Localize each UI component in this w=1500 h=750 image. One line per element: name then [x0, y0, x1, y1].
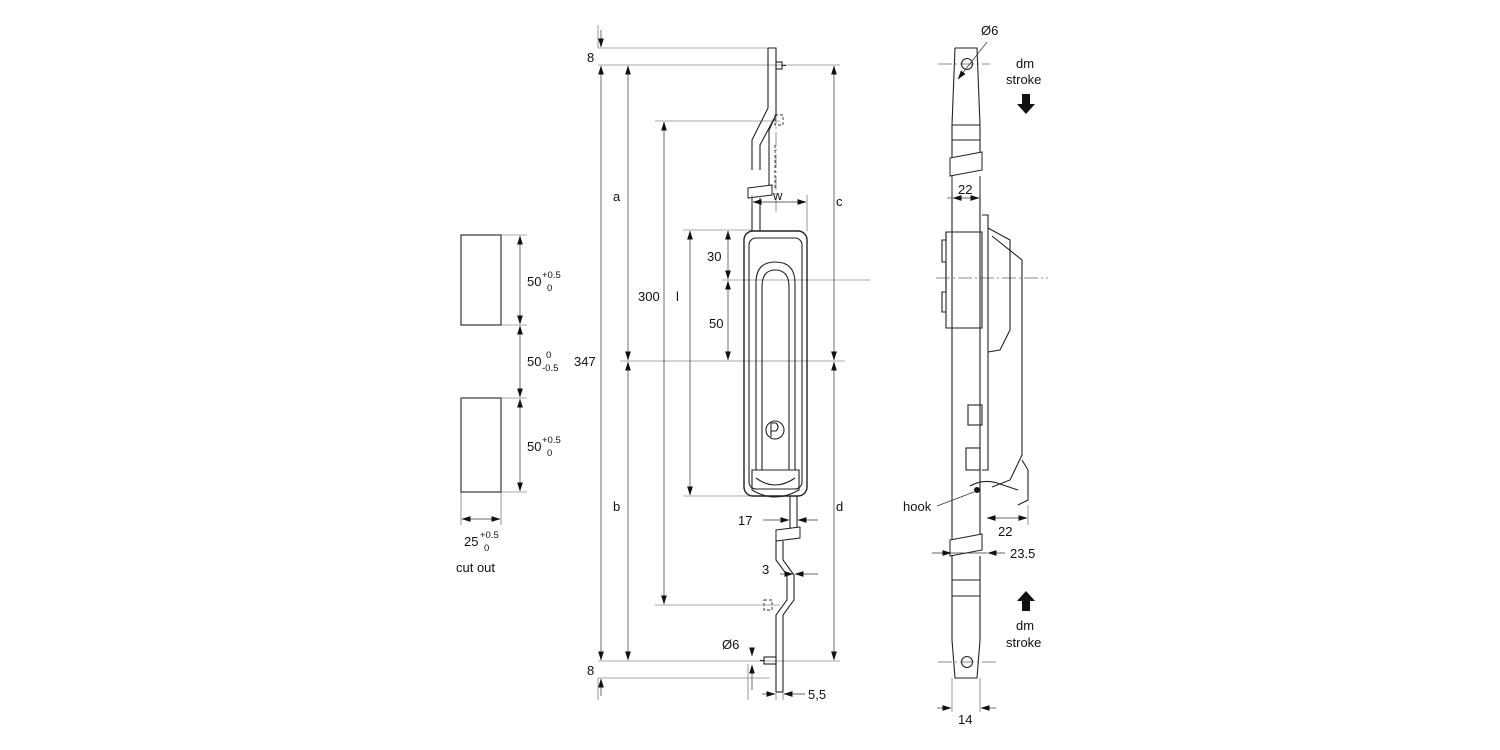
upper-rod-break: [747, 184, 773, 199]
handle-lever-outer: [755, 261, 796, 470]
handle-lever-grip-line: [755, 477, 796, 486]
front-view: 8 8 347 a b 300 l 30 50 c d w 17 3 Ø6 5,…: [574, 25, 870, 702]
upper-pin: [775, 61, 783, 70]
side-handle-body-notch: [941, 232, 947, 313]
lower-rod-break: [775, 526, 801, 542]
upper-rod-profile: [751, 48, 769, 170]
handle-lever-inner: [761, 269, 790, 470]
label-8-bottom: 8: [587, 663, 594, 678]
side-handle-tip: [1017, 459, 1029, 506]
side-view: Ø6 dm stroke 22 22 23.5 dm stroke 14 hoo…: [903, 23, 1048, 727]
label-stroke-bottom-line2: stroke: [1006, 635, 1041, 650]
label-stroke-top-line2: stroke: [1006, 72, 1041, 87]
label-hole-side: Ø6: [981, 23, 998, 38]
stroke-arrow-down-icon: [1017, 94, 1035, 114]
lower-rod-profile-right: [782, 541, 795, 692]
label-3: 3: [762, 562, 769, 577]
label-22-lower: 22: [998, 524, 1012, 539]
label-w: w: [772, 188, 783, 203]
side-top-break: [949, 151, 983, 177]
cutout-gap-base: 50: [527, 354, 541, 369]
lower-pin: [763, 656, 777, 665]
label-14: 14: [958, 712, 972, 727]
handle-lever-grip: [751, 469, 800, 498]
key-cylinder-slot: [770, 422, 779, 437]
cutout-window-top: [460, 234, 502, 326]
cutout-top-base: 50: [527, 274, 541, 289]
side-top-rod: [951, 47, 981, 158]
cutout-window-bottom: [460, 397, 502, 493]
side-top-hole: [960, 57, 974, 71]
hook-leader: [936, 491, 975, 507]
side-handle-profile: [991, 235, 1023, 488]
handle-housing-inner: [748, 237, 803, 490]
lower-rod-profile-left: [775, 541, 788, 692]
label-347: 347: [574, 354, 596, 369]
cutout-gap-lower: -0.5: [542, 363, 558, 374]
label-17: 17: [738, 513, 752, 528]
label-stroke-top-line1: dm: [1016, 56, 1034, 71]
label-l: l: [676, 289, 679, 304]
key-cylinder: [765, 420, 785, 440]
label-c: c: [836, 194, 843, 209]
cutout-drawing: 50 +0.5 0 50 0 -0.5 50 +0.5 0 25 +0.5 0 …: [456, 234, 561, 575]
label-b: b: [613, 499, 620, 514]
stroke-arrow-up-icon: [1017, 591, 1035, 611]
label-300: 300: [638, 289, 660, 304]
upper-rod-profile-inner: [759, 114, 777, 170]
side-lock-block: [967, 404, 983, 426]
label-rod: 5,5: [808, 687, 826, 702]
label-hole-front: Ø6: [722, 637, 739, 652]
label-a: a: [613, 189, 621, 204]
side-bezel: [987, 227, 1011, 353]
cutout-width-base: 25: [464, 534, 478, 549]
side-plate: [982, 214, 989, 471]
label-50: 50: [709, 316, 723, 331]
label-22-upper: 22: [958, 182, 972, 197]
cutout-top-upper: +0.5: [542, 270, 561, 281]
side-lock-cam: [965, 447, 981, 471]
lower-rod-hidden-tab: [763, 599, 773, 611]
label-8-top: 8: [587, 50, 594, 65]
upper-rod-hidden-tab: [774, 114, 784, 126]
cutout-bottom-upper: +0.5: [542, 435, 561, 446]
label-d: d: [836, 499, 843, 514]
cutout-caption: cut out: [456, 560, 495, 575]
side-bottom-rod: [951, 556, 981, 679]
hook-pivot: [974, 487, 980, 493]
cutout-gap-upper: 0: [546, 350, 551, 361]
side-hook-arm: [969, 480, 1019, 491]
label-stroke-bottom-line1: dm: [1016, 618, 1034, 633]
label-30: 30: [707, 249, 721, 264]
cutout-bottom-lower: 0: [547, 448, 552, 459]
side-handle-body: [945, 231, 983, 329]
dim-line-hole-side: [957, 41, 988, 80]
cutout-width-upper: +0.5: [480, 530, 499, 541]
cutout-top-lower: 0: [547, 283, 552, 294]
handle-housing-outer: [743, 230, 808, 497]
cutout-width-lower: 0: [484, 543, 489, 554]
cutout-bottom-base: 50: [527, 439, 541, 454]
label-23-5: 23.5: [1010, 546, 1035, 561]
label-hook: hook: [903, 499, 932, 514]
